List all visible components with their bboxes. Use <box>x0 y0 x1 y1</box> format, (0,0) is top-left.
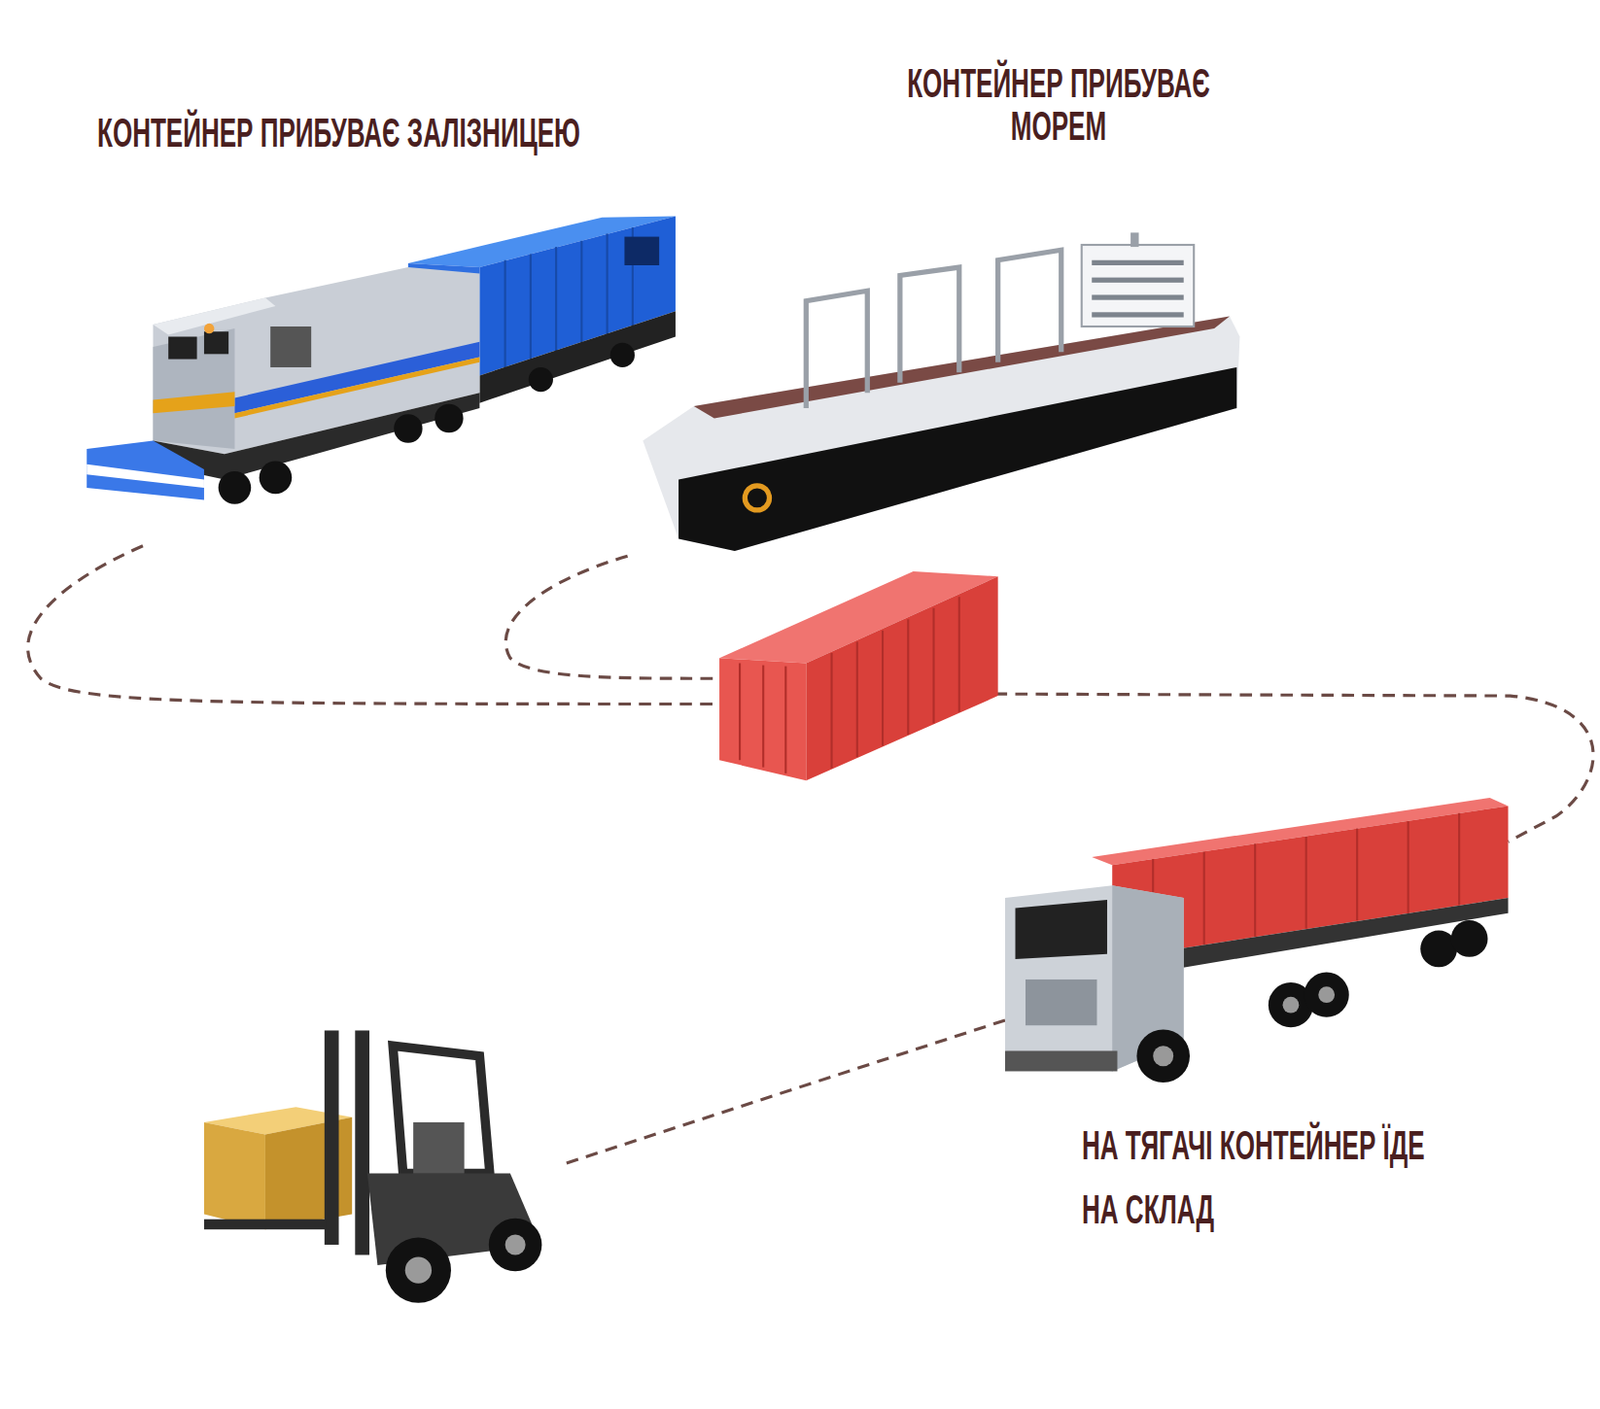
forklift-illustration-part <box>392 1045 490 1174</box>
truck-illustration-part <box>1253 843 1256 938</box>
ship-illustration-part <box>900 267 960 383</box>
container-illustration-part <box>739 596 960 774</box>
container-illustration-part <box>881 630 884 747</box>
truck-illustration-part <box>1203 852 1206 946</box>
forklift-illustration-part <box>204 1122 266 1230</box>
ship-illustration-part <box>744 486 769 511</box>
train-illustration-part <box>152 391 235 414</box>
container-illustration-part <box>856 641 859 758</box>
ship-illustration-part <box>1130 232 1139 247</box>
truck-illustration-part <box>1283 997 1300 1014</box>
train-illustration <box>86 216 676 505</box>
truck-illustration-part <box>1136 920 1488 1083</box>
caption-text: КОНТЕЙНЕР ПРИБУВАЄ ЗАЛІЗНИЦЕЮ <box>97 108 581 158</box>
train-illustration-part <box>152 392 480 480</box>
container-illustration-part <box>958 596 961 713</box>
ship-illustration-part <box>1091 312 1183 317</box>
train-illustration-part <box>434 404 463 433</box>
route-line-part <box>28 546 720 705</box>
train-illustration-part <box>218 343 635 505</box>
train-illustration-part <box>610 343 635 368</box>
train-illustration-part <box>259 461 293 495</box>
train-illustration-part <box>152 298 276 336</box>
forklift-illustration-part <box>405 1257 432 1285</box>
ship-illustration-part <box>1091 278 1183 283</box>
train-illustration-part <box>528 367 554 392</box>
forklift-illustration-part <box>385 1218 543 1304</box>
ship-illustration-part <box>1091 260 1183 318</box>
truck-illustration-part <box>1005 1050 1117 1072</box>
truck-illustration-part <box>1152 1045 1174 1067</box>
forklift-illustration-part <box>405 1234 526 1284</box>
train-illustration-part <box>624 237 660 266</box>
truck-illustration-part <box>1305 836 1308 929</box>
truck-illustration <box>1005 798 1509 1083</box>
forklift-illustration <box>204 1030 542 1303</box>
caption-text: КОНТЕЙНЕР ПРИБУВАЄ МОРЕМ <box>877 62 1240 148</box>
ship-illustration-part <box>805 249 1061 409</box>
forklift-illustration-part <box>505 1234 526 1255</box>
container-illustration-part <box>932 608 935 725</box>
truck-illustration-part <box>1014 900 1107 960</box>
container-illustration-part <box>738 662 741 761</box>
train-illustration-part <box>606 233 609 335</box>
route-line <box>28 546 1594 1164</box>
forklift-illustration-part <box>354 1030 370 1255</box>
truck-illustration-part <box>1152 986 1335 1067</box>
train-illustration-part <box>168 336 197 359</box>
container-illustration-part <box>805 576 998 781</box>
train-illustration-part <box>86 441 205 501</box>
forklift-illustration-part <box>488 1218 543 1273</box>
train-illustration-part <box>270 326 312 368</box>
train-illustration-part <box>529 253 532 359</box>
ship-illustration-part <box>1091 294 1183 300</box>
ship-illustration-part <box>998 249 1062 362</box>
forklift-illustration-part <box>324 1030 340 1245</box>
train-illustration-part <box>204 323 214 334</box>
container-illustration <box>719 571 999 781</box>
forklift-illustration-part <box>265 1117 352 1230</box>
forklift-illustration-part <box>413 1122 464 1174</box>
train-illustration-part <box>393 414 422 443</box>
truck-illustration-part <box>1458 813 1461 905</box>
ship-illustration-part <box>805 290 868 409</box>
ship-illustration-part <box>1081 244 1194 327</box>
train-illustration-part <box>152 328 235 450</box>
ship-illustration <box>642 232 1240 552</box>
train-illustration-part <box>555 246 557 351</box>
container-illustration-part <box>784 666 787 774</box>
container-illustration-part <box>719 658 806 781</box>
ship-illustration-part <box>642 315 1240 551</box>
truck-illustration-part <box>1356 829 1358 921</box>
train-illustration-part <box>479 311 676 403</box>
truck-illustration-part <box>1136 1029 1190 1083</box>
container-illustration-part <box>830 653 833 769</box>
forklift-illustration-part <box>204 1219 327 1230</box>
container-illustration-part <box>762 665 765 768</box>
route-line-part <box>505 556 720 679</box>
truck-illustration-part <box>1407 821 1410 913</box>
train-illustration-part <box>580 241 583 344</box>
truck-illustration-part <box>1451 920 1489 958</box>
train-illustration-part <box>152 267 480 454</box>
truck-illustration-part <box>1318 986 1335 1004</box>
forklift-illustration-part <box>385 1238 452 1304</box>
ship-illustration-part <box>1091 260 1183 266</box>
container-illustration-part <box>906 619 909 735</box>
train-illustration-part <box>504 260 507 368</box>
truck-illustration-part <box>1025 979 1097 1026</box>
train-illustration-part <box>204 331 229 354</box>
caption-text: НА ТЯГАЧІ КОНТЕЙНЕР ЇДЕ НА СКЛАД <box>1081 1113 1456 1243</box>
train-illustration-part <box>218 471 252 505</box>
truck-illustration-part <box>1304 973 1350 1018</box>
route-line-part <box>566 1020 1006 1164</box>
train-illustration-part <box>86 464 205 488</box>
